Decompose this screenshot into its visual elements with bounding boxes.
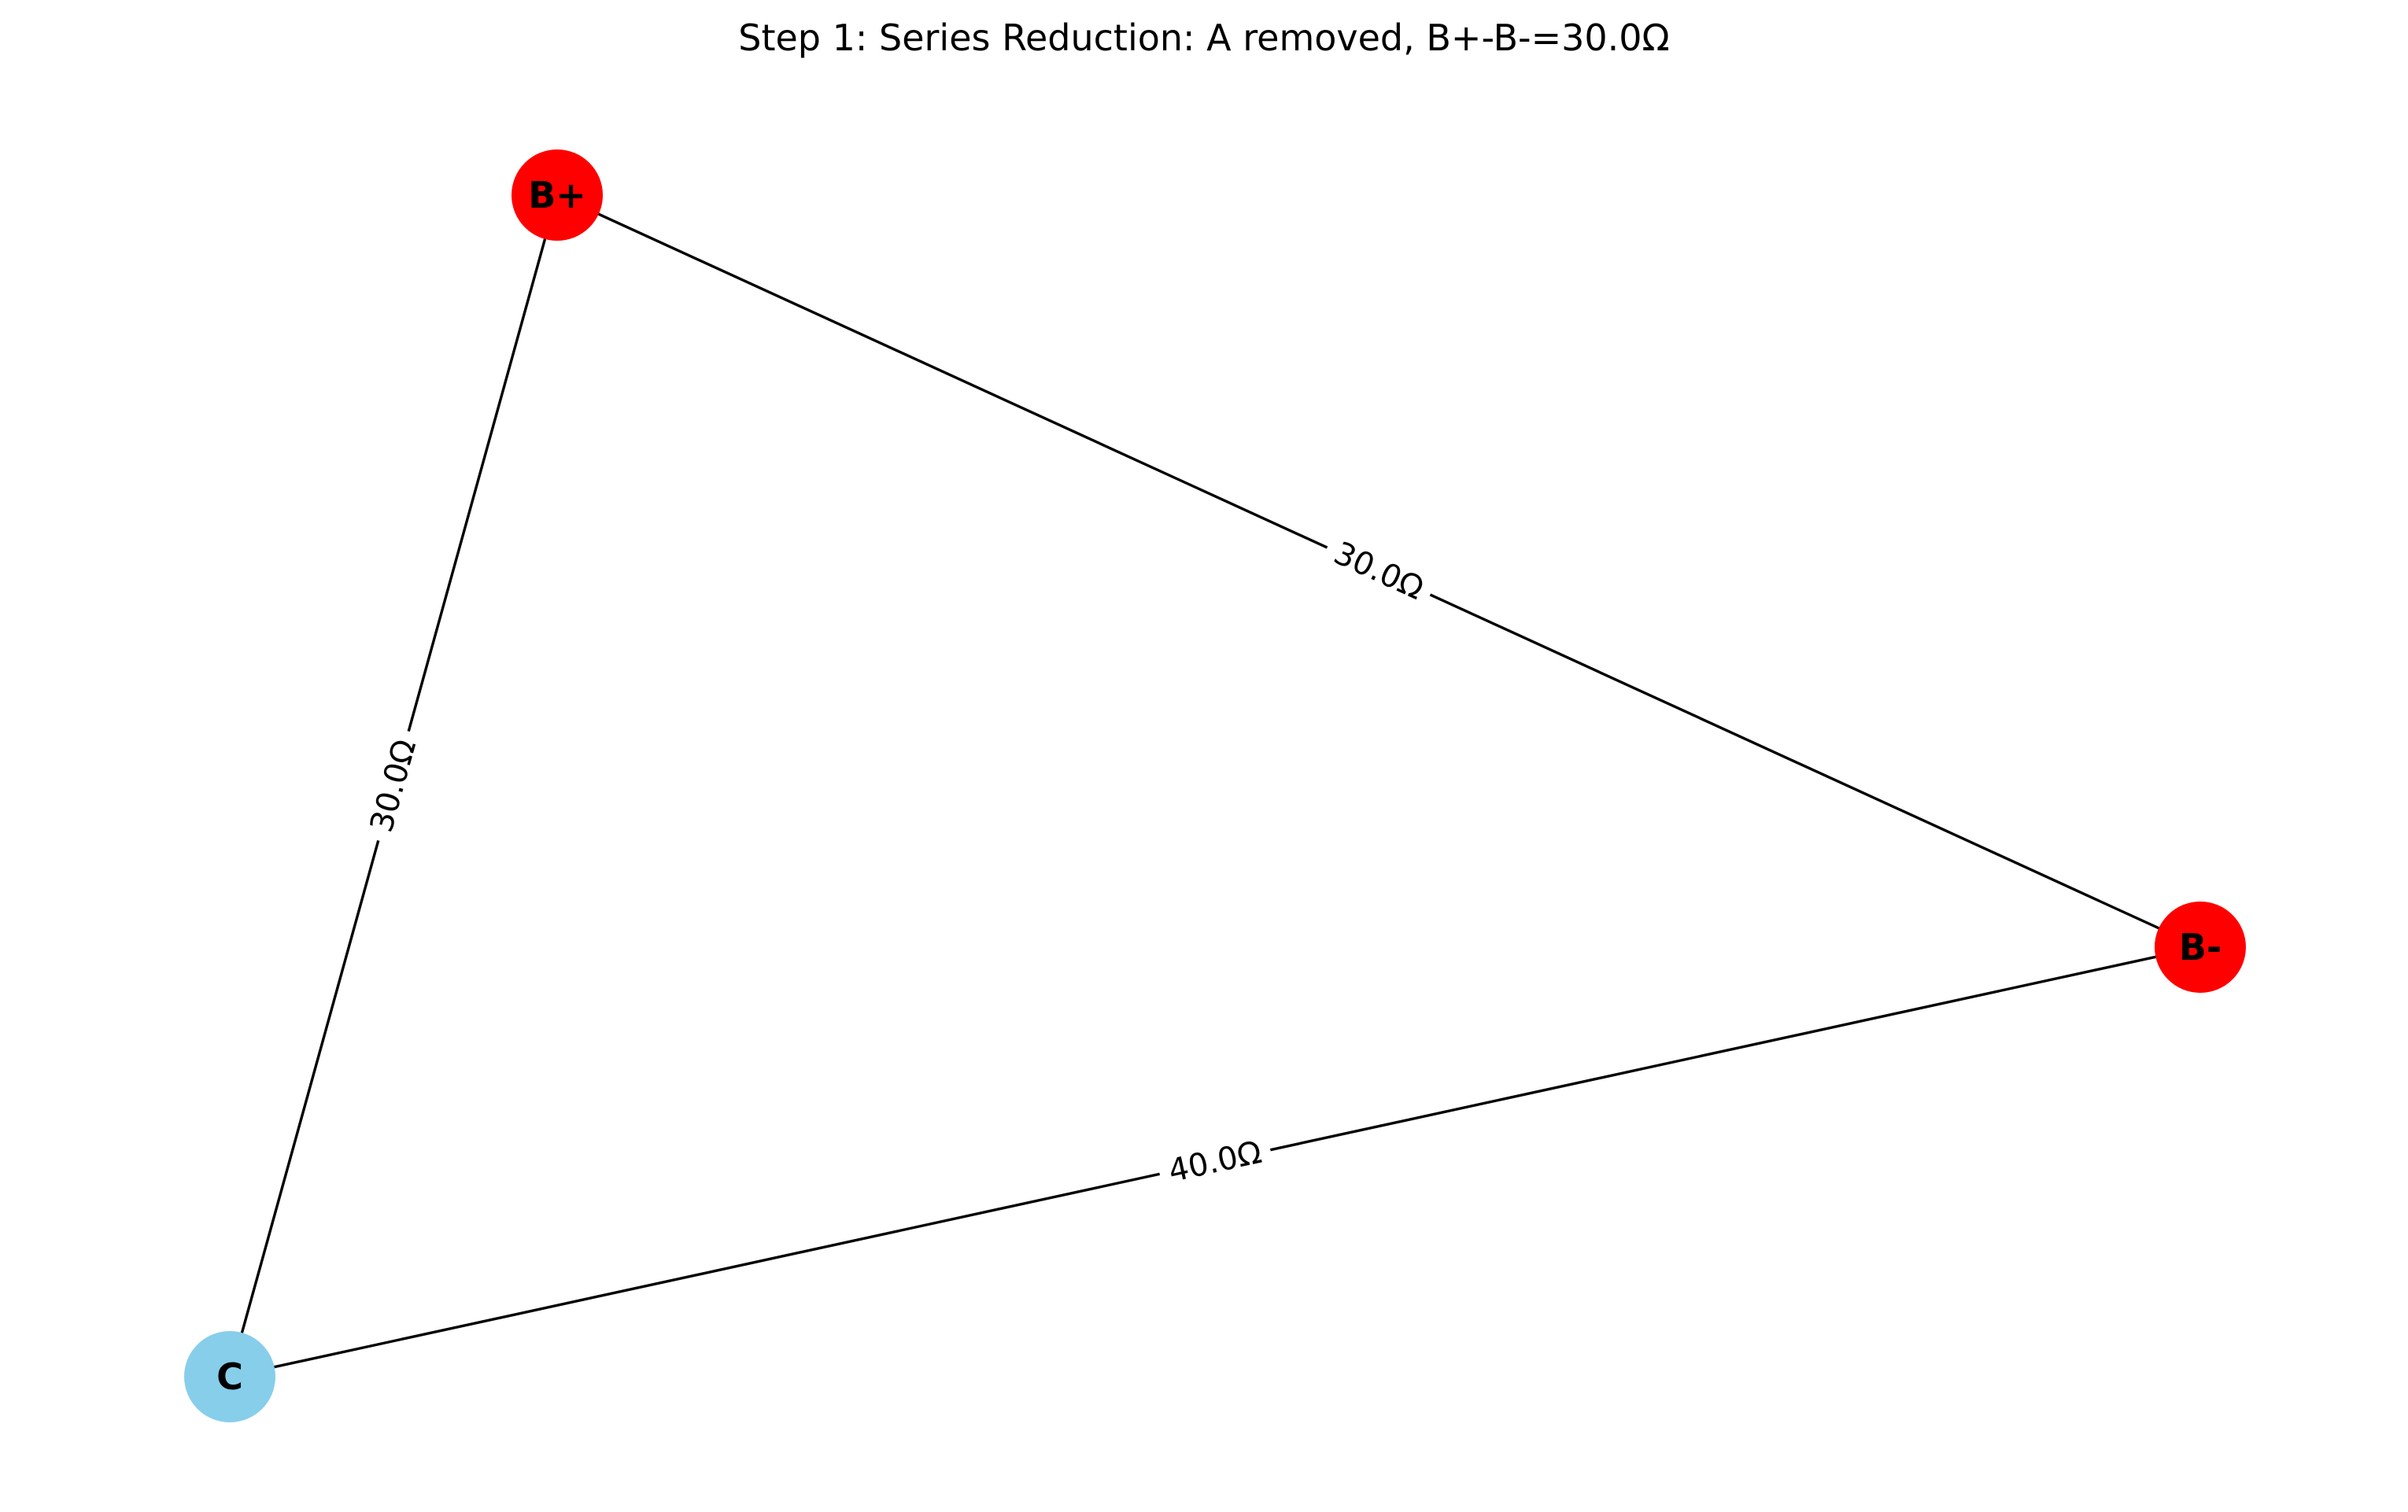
node-label-bplus: B+	[528, 174, 586, 216]
edges-layer: 30.0Ω 30.0Ω 40.0Ω	[228, 194, 2201, 1378]
node-circle-bminus	[2155, 902, 2246, 993]
edge-label-background	[1318, 529, 1439, 614]
nodes-layer: B+ B- C	[184, 149, 2246, 1422]
node-label-c: C	[216, 1355, 243, 1398]
edge-label-background	[358, 725, 429, 846]
node-bminus: B-	[2155, 902, 2246, 993]
node-circle-c	[184, 1331, 275, 1422]
node-c: C	[184, 1331, 275, 1422]
edge-label-text: 30.0Ω	[1328, 535, 1429, 607]
node-bplus: B+	[512, 149, 603, 241]
figure-title: Step 1: Series Reduction: A removed, B+-…	[738, 17, 1669, 59]
node-label-bminus: B-	[2179, 926, 2221, 968]
edge-label-bplus-bminus: 30.0Ω	[1318, 529, 1439, 614]
edge-label-background	[1155, 1130, 1275, 1194]
edge-label-c-bminus: 40.0Ω	[1155, 1130, 1275, 1194]
edge-label-bplus-c: 30.0Ω	[358, 725, 429, 846]
node-circle-bplus	[512, 149, 603, 241]
